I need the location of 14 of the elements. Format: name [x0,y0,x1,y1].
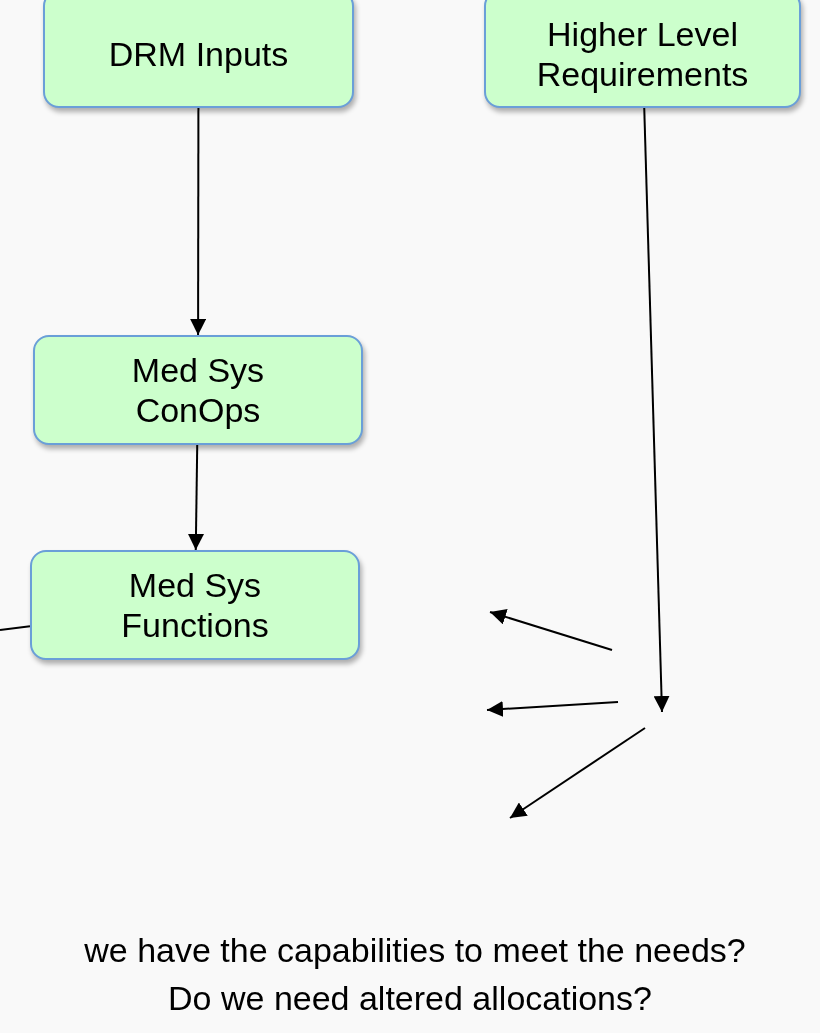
process-box [484,0,801,108]
process-box [30,550,360,660]
process-box [43,0,354,108]
question-text: we have the capabilities to meet the needs? [83,930,747,970]
arrow [190,107,207,336]
box-label: Med Sys ConOps [130,350,266,430]
box-label: Higher Level Requirements [535,14,750,94]
question-text: Do we need altered allocations? [167,978,653,1018]
connector-line [0,625,31,631]
box-label: DRM Inputs [108,34,289,74]
box-label: Med Sys Functions [120,565,270,645]
process-box [33,335,363,445]
arrow [643,107,670,713]
arrow [188,444,204,551]
